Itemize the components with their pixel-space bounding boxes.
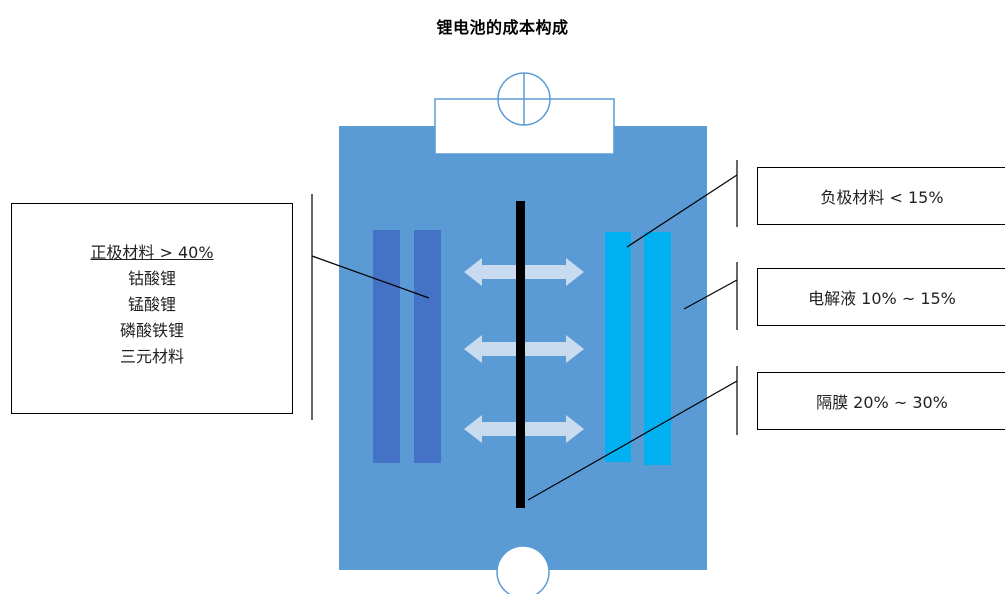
cathode-item-licoo2: 钴酸锂 (127, 269, 176, 288)
separator-leader-line (527, 380, 738, 501)
separator-membrane (516, 201, 525, 508)
cathode-plate-1 (373, 230, 400, 463)
electrolyte-callout-box: 电解液 10% ~ 15% (757, 268, 1005, 326)
anode-label: 负极材料 < 15% (820, 188, 944, 207)
electrolyte-leader-line (683, 279, 738, 310)
cathode-leader-line (311, 255, 430, 299)
cathode-heading: 正极材料 > 40% (90, 243, 214, 262)
bottom-terminal-icon (496, 545, 550, 594)
anode-callout-box: 负极材料 < 15% (757, 167, 1005, 225)
cathode-callout-box: 正极材料 > 40% 钴酸锂 锰酸锂 磷酸铁锂 三元材料 (11, 203, 293, 414)
anode-leader-line (626, 174, 738, 248)
cathode-item-ternary: 三元材料 (119, 347, 184, 366)
separator-label: 隔膜 20% ~ 30% (816, 393, 948, 412)
electrolyte-label: 电解液 10% ~ 15% (808, 289, 956, 308)
separator-callout-box: 隔膜 20% ~ 30% (757, 372, 1005, 430)
anode-plate-2 (644, 232, 671, 465)
cathode-item-limn2o4: 锰酸锂 (127, 295, 176, 314)
cathode-plate-2 (414, 230, 441, 463)
diagram-title: 锂电池的成本构成 (436, 18, 569, 37)
cathode-item-lifepo4: 磷酸铁锂 (119, 321, 184, 340)
anode-plate-1 (605, 232, 631, 462)
